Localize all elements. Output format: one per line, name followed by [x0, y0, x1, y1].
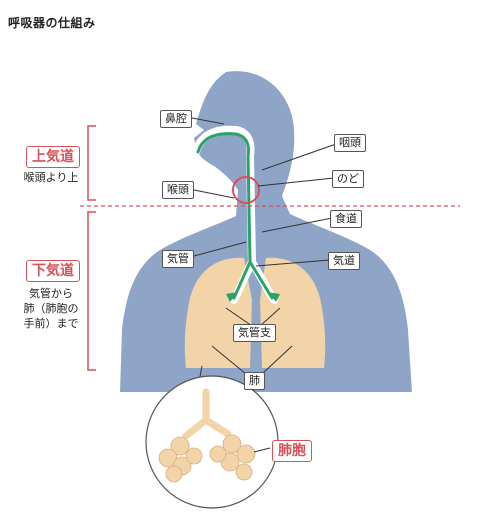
label-larynx: 喉頭 — [162, 181, 194, 199]
label-bronchi: 気管支 — [233, 324, 276, 342]
label-pharynx: 咽頭 — [334, 134, 366, 152]
upper-airway-note: 喉頭より上 — [23, 171, 79, 184]
label-throat: のど — [332, 170, 364, 188]
right-lung — [260, 257, 326, 368]
airflow-arrow-left — [226, 292, 238, 302]
alveolus-zoom-circle — [145, 375, 279, 509]
leader-lines — [191, 117, 337, 399]
label-esophagus: 食道 — [330, 210, 362, 228]
label-airway: 気道 — [328, 252, 360, 270]
page-title: 呼吸器の仕組み — [8, 16, 96, 30]
larynx-highlight-circle — [232, 176, 260, 204]
upper-airway-label: 上気道 — [26, 146, 80, 168]
alveoli-cluster — [158, 434, 256, 483]
label-lung: 肺 — [244, 372, 265, 390]
upper-airway-bracket — [87, 125, 96, 201]
alveolus-label: 肺胞 — [272, 440, 312, 462]
alveolus-leader — [253, 447, 271, 453]
label-nasal-cavity: 鼻腔 — [160, 110, 192, 128]
lower-airway-note-line: 気管から — [29, 287, 73, 300]
lower-airway-note-line: 肺（肺胞の — [23, 302, 79, 315]
lower-airway-label: 下気道 — [26, 260, 80, 282]
airflow-arrow-right — [268, 292, 280, 302]
lower-airway-note: 気管から 肺（肺胞の 手前）まで — [18, 286, 84, 331]
label-trachea: 気管 — [162, 250, 194, 268]
bronchiole — [182, 388, 232, 440]
lower-airway-bracket — [87, 211, 96, 371]
airflow-line — [196, 132, 274, 300]
lower-airway-note-line: 手前）まで — [23, 317, 79, 330]
